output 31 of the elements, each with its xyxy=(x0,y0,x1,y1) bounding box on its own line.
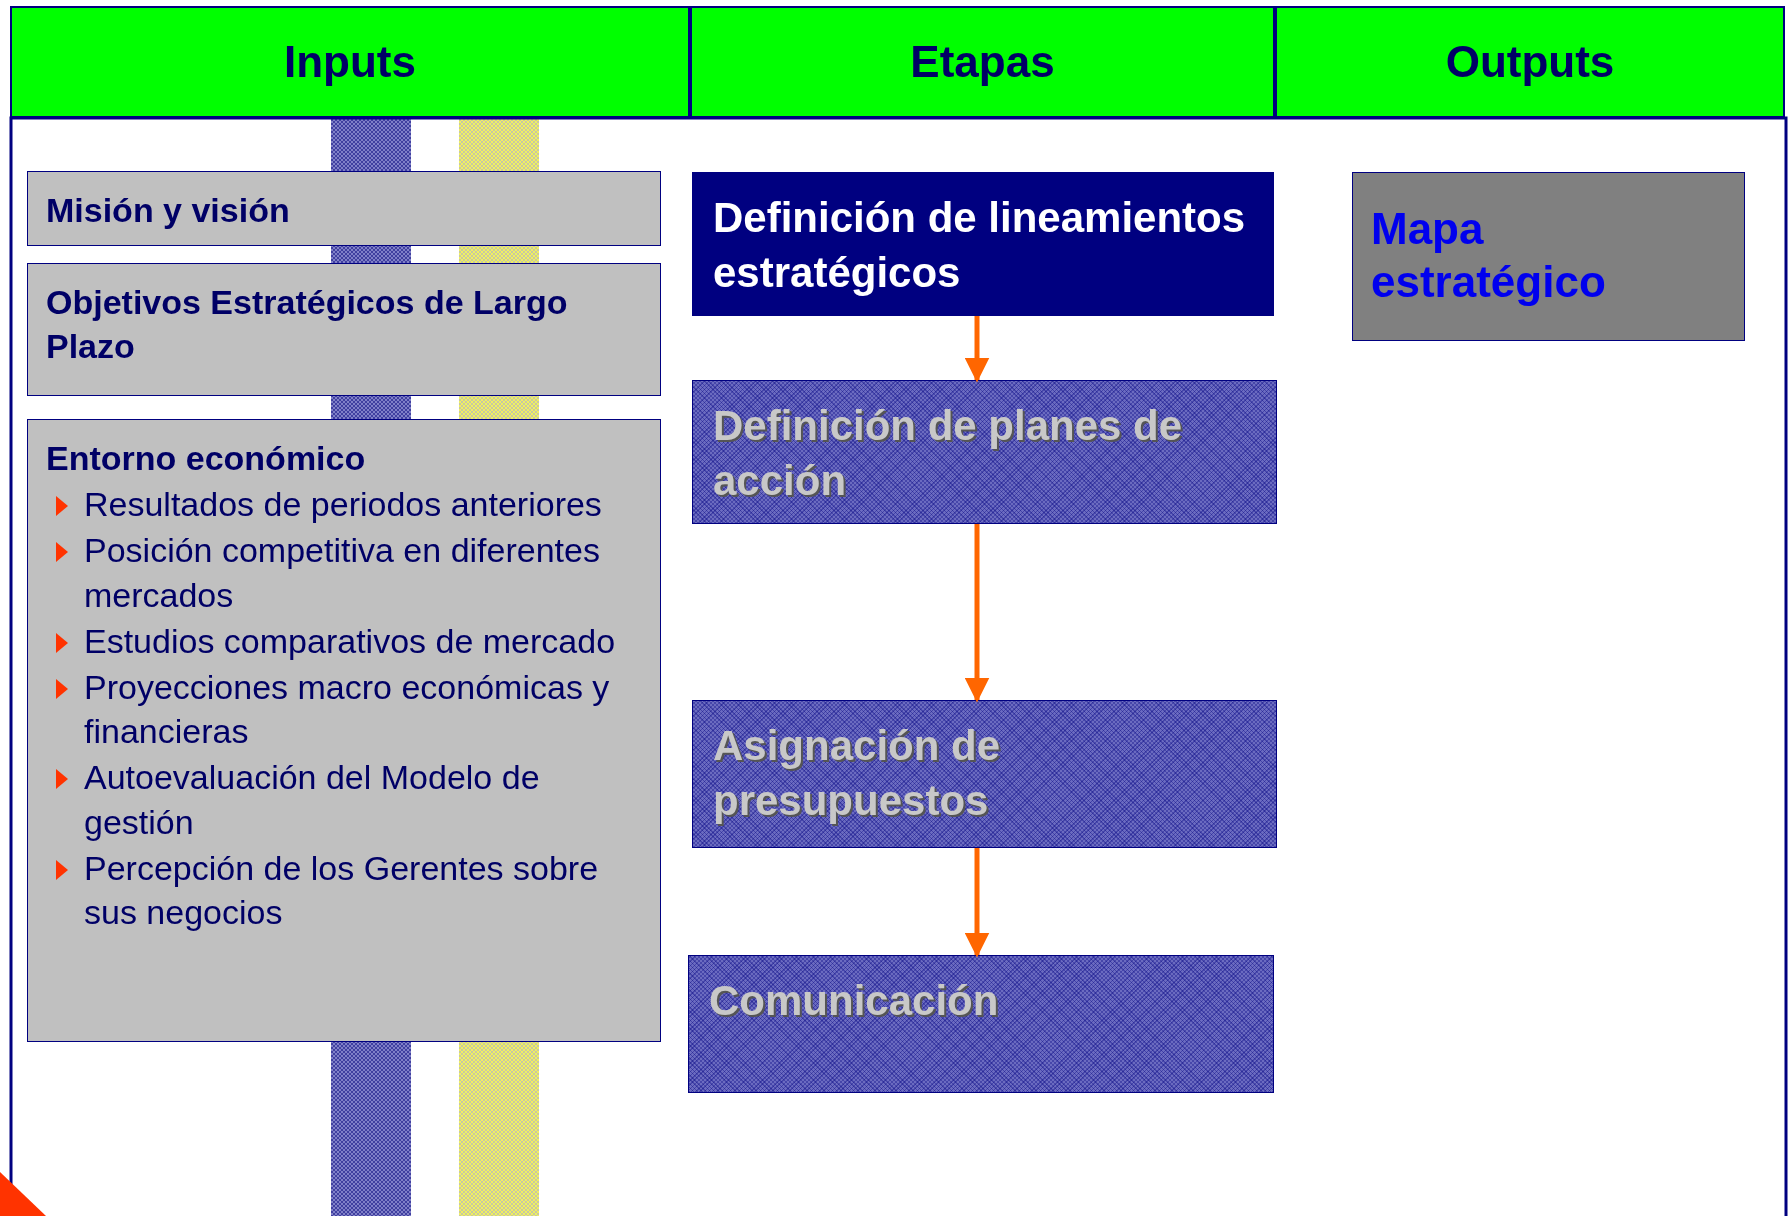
header-label: Etapas xyxy=(910,37,1055,87)
header-cell xyxy=(690,6,1275,118)
stage-box xyxy=(692,172,1274,316)
output-label: Mapa estratégico xyxy=(1371,204,1606,306)
input-box xyxy=(27,419,661,1042)
header-cell xyxy=(1275,6,1785,118)
stage-box xyxy=(692,380,1277,524)
stage-label: Definición de lineamientos estratégicos xyxy=(713,193,1247,298)
bullet-text: Resultados de periodos anteriores xyxy=(84,484,602,526)
arrow xyxy=(964,848,990,958)
stage-box xyxy=(692,700,1277,848)
stage-label: Definición de planes de acción xyxy=(713,401,1184,506)
arrow xyxy=(964,316,990,383)
bullet-text: Posición competitiva en diferentes mercados xyxy=(84,530,601,616)
input-box xyxy=(27,263,661,396)
section-heading: Entorno económico xyxy=(46,438,367,479)
header-label: Outputs xyxy=(1445,37,1615,87)
header-cell xyxy=(10,6,690,118)
stage-box xyxy=(688,955,1274,1093)
bullet-text: Proyecciones macro económicas y financieras xyxy=(84,666,611,753)
arrow xyxy=(964,524,990,703)
section-heading: Objetivos Estratégicos de Largo Plazo xyxy=(46,282,569,368)
output-box xyxy=(1352,172,1745,341)
stage-label: Comunicación xyxy=(709,976,999,1026)
bullet-text: Autoevaluación del Modelo de gestión xyxy=(84,757,541,843)
bullet-text: Estudios comparativos de mercado xyxy=(84,620,616,662)
bullet-text: Percepción de los Gerentes sobre sus negocios xyxy=(84,847,600,933)
section-heading: Misión y visión xyxy=(46,190,291,231)
header-label: Inputs xyxy=(284,37,416,87)
stage-label: Asignación de presupuestos xyxy=(713,721,1002,826)
input-box xyxy=(27,171,661,246)
